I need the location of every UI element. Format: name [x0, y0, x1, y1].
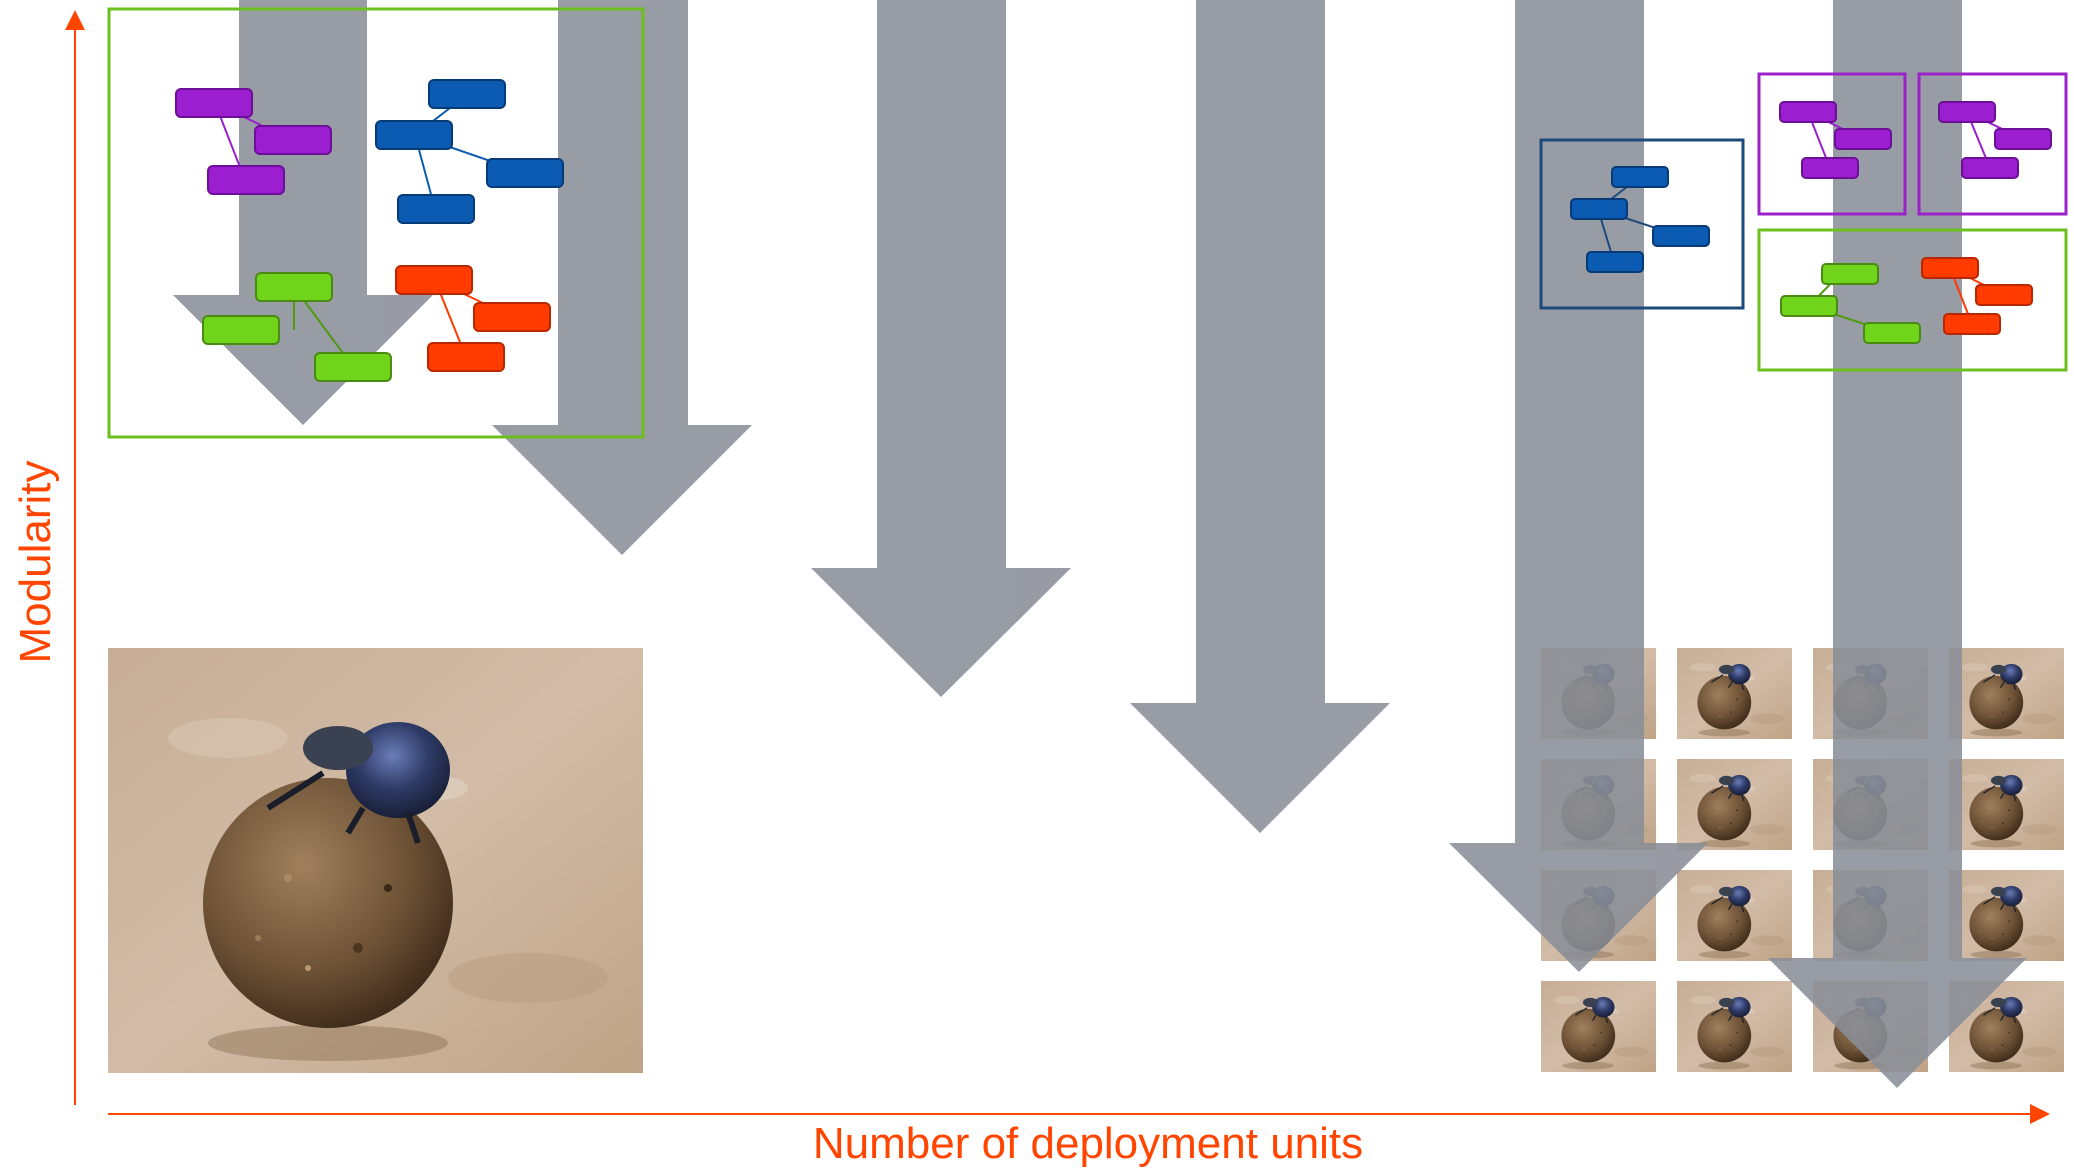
module-box — [473, 302, 551, 332]
module-box — [202, 315, 280, 345]
module-box — [397, 194, 475, 224]
module-box — [207, 165, 285, 195]
module-box — [1779, 101, 1837, 123]
gray-down-arrow — [1449, 0, 1708, 972]
module-box — [375, 120, 453, 150]
gray-down-arrow — [173, 0, 433, 425]
dung-beetle-thumbnail — [1676, 980, 1793, 1073]
y-axis-label: Modularity — [11, 461, 60, 664]
module-box — [1834, 128, 1892, 150]
red-module-cluster — [395, 265, 551, 372]
dung-beetle-thumbnail — [1676, 647, 1793, 740]
module-box — [1938, 101, 1996, 123]
dung-beetle-thumbnail — [1948, 869, 2065, 962]
module-box — [254, 125, 332, 155]
gray-down-arrow — [492, 0, 752, 555]
dung-beetle-thumbnail — [1948, 758, 2065, 851]
module-box — [1821, 263, 1879, 285]
downward-arrows — [173, 0, 2027, 1088]
gray-down-arrow — [1768, 0, 2027, 1088]
module-box — [255, 272, 333, 302]
dung-beetle-thumbnail — [1948, 647, 2065, 740]
purple-service-frame — [1757, 72, 1907, 216]
module-box — [1801, 157, 1859, 179]
module-box — [175, 88, 253, 118]
module-box — [427, 342, 505, 372]
green-service-frame — [1757, 228, 2068, 372]
module-box — [1975, 284, 2033, 306]
module-box — [395, 265, 473, 295]
x-axis-label: Number of deployment units — [813, 1119, 1363, 1168]
dung-beetle-thumbnail — [1676, 758, 1793, 851]
green-module-cluster — [202, 272, 392, 382]
navy-service-frame — [1539, 138, 1745, 310]
module-box — [1780, 295, 1838, 317]
gray-down-arrow — [1130, 0, 1390, 833]
module-box — [1652, 225, 1710, 247]
gray-down-arrow — [811, 0, 1071, 697]
module-box — [428, 79, 506, 109]
purple-module-cluster — [175, 88, 332, 195]
module-box — [1943, 313, 2001, 335]
module-box — [1863, 322, 1921, 344]
module-box — [1611, 166, 1669, 188]
module-box — [486, 158, 564, 188]
module-box — [314, 352, 392, 382]
module-box — [1586, 251, 1644, 273]
dung-beetle-thumbnail — [1676, 869, 1793, 962]
purple-service-frame — [1917, 72, 2068, 216]
blue-module-cluster — [375, 79, 564, 224]
dung-beetle-thumbnail — [1540, 980, 1657, 1073]
dung-beetle-photo — [108, 648, 643, 1073]
module-box — [1921, 257, 1979, 279]
monolith-frame — [107, 7, 645, 439]
module-box — [1994, 128, 2052, 150]
module-box — [1570, 198, 1628, 220]
module-box — [1961, 157, 2019, 179]
